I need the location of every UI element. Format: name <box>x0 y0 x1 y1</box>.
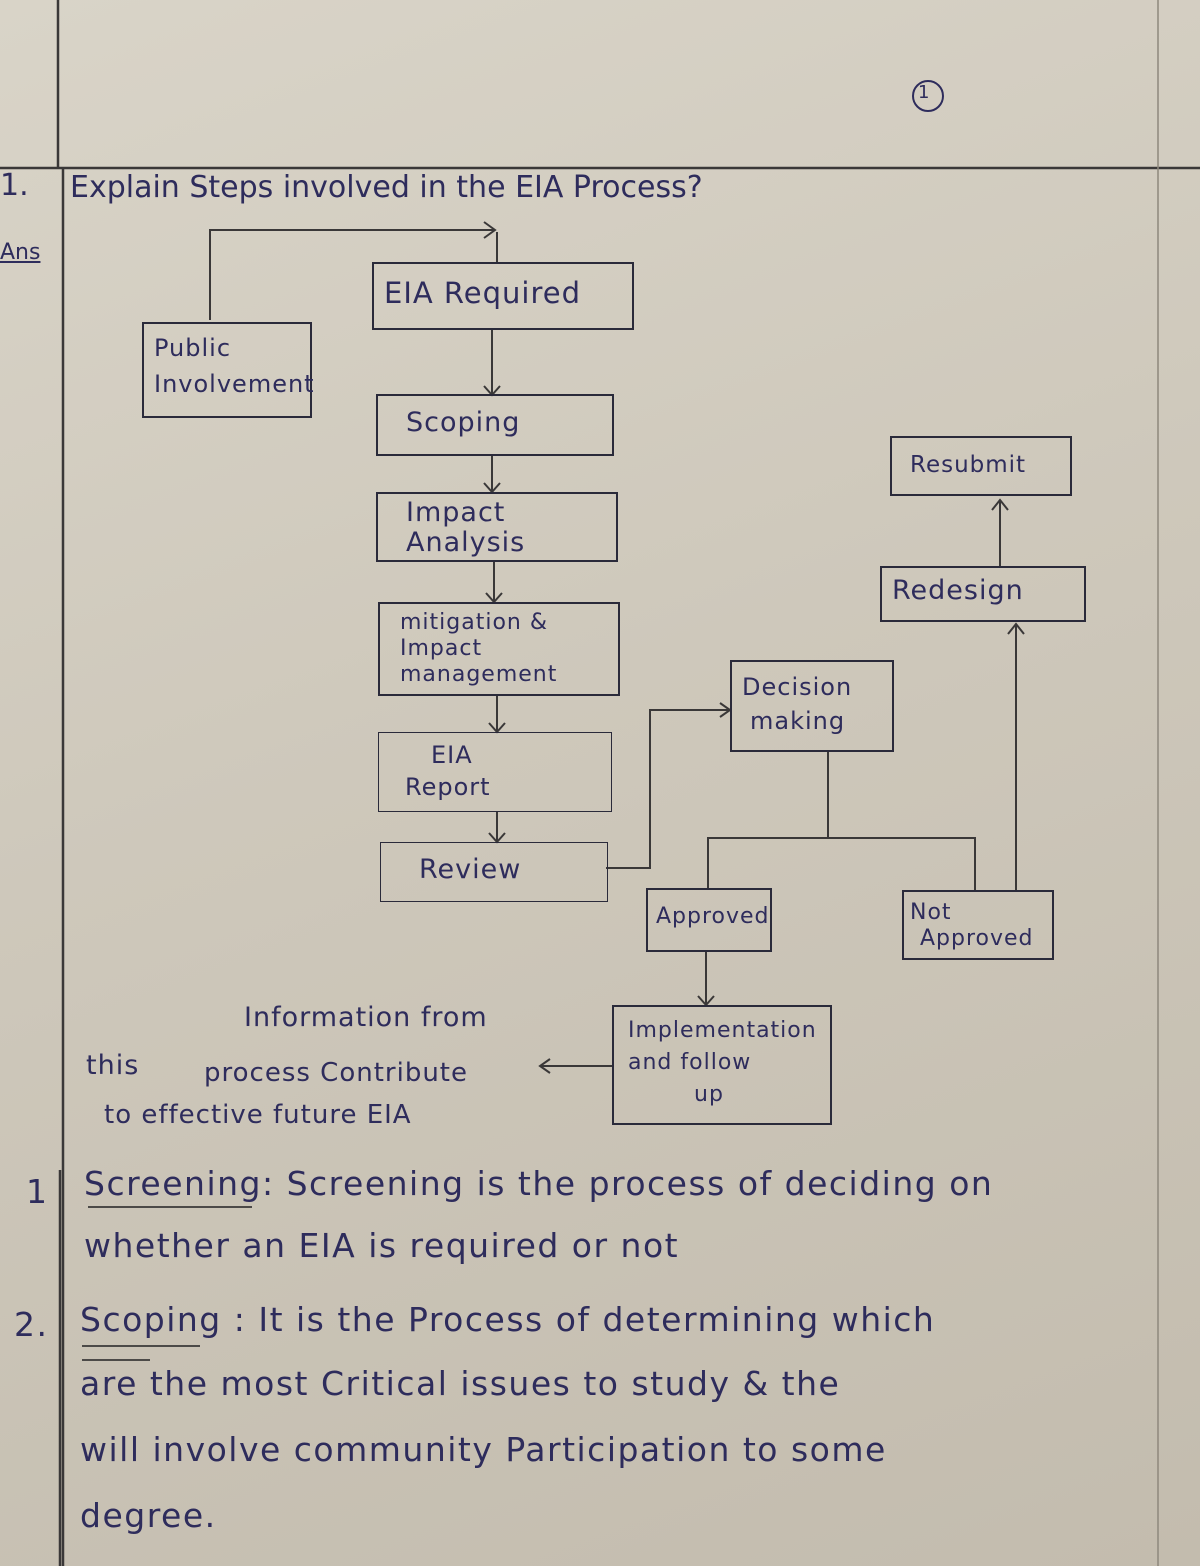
box-label: Implementation <box>628 1018 817 1043</box>
box-public-involvement: Public Involvement <box>142 322 315 418</box>
box-label: Impact <box>406 497 506 528</box>
box-label: Impact <box>400 636 483 661</box>
box-label: up <box>694 1082 724 1107</box>
box-label: Involvement <box>154 370 315 398</box>
box-label: Redesign <box>892 575 1024 606</box>
point-number: 2. <box>14 1305 49 1344</box>
point-number: 1 <box>26 1172 49 1211</box>
page-number-circle <box>912 80 944 112</box>
info-note-line: process Contribute <box>204 1058 468 1088</box>
point-line: Scoping : It is the Process of determini… <box>80 1300 936 1339</box>
box-redesign: Redesign <box>880 566 1086 622</box>
box-decision-making: Decision making <box>730 660 894 752</box>
page-number: 1 <box>918 82 930 103</box>
info-note-line: to effective future EIA <box>104 1100 412 1130</box>
box-scoping: Scoping <box>376 394 614 456</box>
box-label: Review <box>419 854 522 885</box>
box-label: and follow <box>628 1050 752 1075</box>
box-review: Review <box>380 842 608 902</box>
question-text: Explain Steps involved in the EIA Proces… <box>70 170 703 205</box>
arrow-head <box>483 221 497 239</box>
box-label: Decision <box>742 673 853 701</box>
point-line: Screening: Screening is the process of d… <box>84 1164 994 1203</box>
box-not-approved: Not Approved <box>902 890 1054 960</box>
loop-connector <box>209 229 495 320</box>
box-label: management <box>400 662 558 687</box>
point-line: will involve community Participation to … <box>80 1430 887 1469</box>
answer-label: Ans <box>0 240 41 265</box>
box-label: Scoping <box>406 407 521 438</box>
box-label: EIA Required <box>384 276 582 310</box>
point-line: are the most Critical issues to study & … <box>80 1364 841 1403</box>
box-label: making <box>750 707 846 735</box>
info-note-line: this <box>86 1050 140 1081</box>
box-label: Approved <box>920 926 1034 951</box>
point-line: degree. <box>80 1496 217 1535</box>
box-label: Analysis <box>406 527 526 558</box>
box-label: Not <box>910 900 952 925</box>
box-label: Public <box>154 334 232 362</box>
box-implementation: Implementation and follow up <box>612 1005 832 1125</box>
box-label: Approved <box>656 904 770 929</box>
info-note-line: Information from <box>244 1002 488 1033</box>
box-label: EIA <box>431 741 473 769</box>
point-line: whether an EIA is required or not <box>84 1226 680 1265</box>
box-label: mitigation & <box>400 610 549 635</box>
box-impact-analysis: Impact Analysis <box>376 492 618 562</box>
box-label: Report <box>405 773 491 801</box>
box-mitigation: mitigation & Impact management <box>378 602 620 696</box>
box-label: Resubmit <box>910 452 1027 478</box>
review-to-decision <box>606 709 730 869</box>
box-resubmit: Resubmit <box>890 436 1072 496</box>
box-eia-report: EIA Report <box>378 732 612 812</box>
box-approved: Approved <box>646 888 772 952</box>
question-number: 1. <box>0 168 29 203</box>
box-eia-required: EIA Required <box>372 262 634 330</box>
